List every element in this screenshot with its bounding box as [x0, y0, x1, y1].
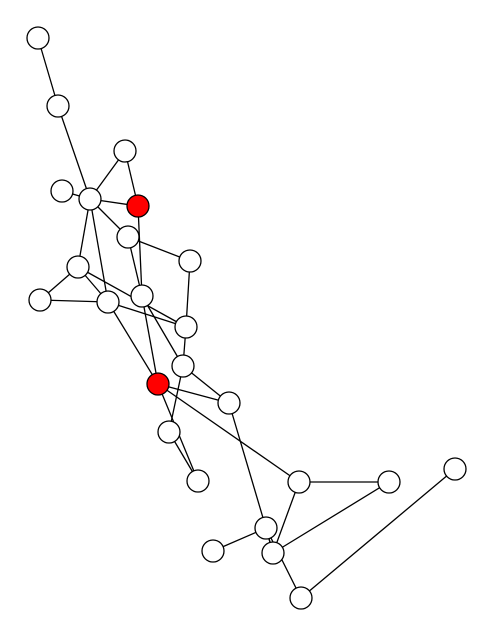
graph-node-n5 [78, 187, 102, 211]
graph-node-n1 [26, 26, 50, 50]
graph-node-n3 [113, 139, 137, 163]
graph-node-n9 [66, 255, 90, 279]
graph-edge-n19-n23 [272, 481, 300, 554]
graph-node-n12 [130, 284, 154, 308]
graph-node-n10 [28, 288, 52, 312]
graph-node-n13 [174, 315, 198, 339]
graph-edge-n6-n12 [137, 205, 143, 297]
graph-node-n23 [261, 541, 285, 565]
graph-node-n21 [289, 586, 313, 610]
highlighted-node-n15 [146, 372, 170, 396]
graph-node-n25 [443, 457, 467, 481]
graph-node-n7 [116, 225, 140, 249]
graph-edge-n2-n5 [57, 105, 91, 200]
graph-edge-n22-n23 [272, 481, 390, 554]
graph-node-n8 [178, 249, 202, 273]
graph-edge-n17-n20 [228, 402, 267, 529]
nodes-layer [26, 26, 467, 610]
graph-node-n22 [377, 470, 401, 494]
graph-edge-n1-n2 [37, 37, 59, 107]
graph-edge-n11-n13 [107, 301, 187, 328]
graph-edge-n12-n15 [141, 295, 159, 385]
graph-node-n16 [157, 420, 181, 444]
graph-edge-n5-n11 [89, 198, 109, 303]
graph-edge-n12-n14 [141, 295, 184, 367]
highlighted-node-n6 [126, 194, 150, 218]
graph-edge-n15-n19 [157, 383, 300, 483]
graph-node-n19 [287, 470, 311, 494]
graph-node-n2 [46, 94, 70, 118]
graph-edge-n21-n25 [300, 468, 456, 599]
graph-node-n4 [50, 179, 74, 203]
graph-edge-n15-n17 [157, 383, 230, 404]
graph-node-n17 [217, 391, 241, 415]
graph-node-n14 [171, 354, 195, 378]
graph-node-n11 [96, 290, 120, 314]
graph-edge-n20-n21 [265, 527, 302, 599]
graph-node-n20 [254, 516, 278, 540]
graph-node-n18 [186, 469, 210, 493]
graph-node-n24 [201, 539, 225, 563]
graph-edge-n11-n15 [107, 301, 159, 385]
